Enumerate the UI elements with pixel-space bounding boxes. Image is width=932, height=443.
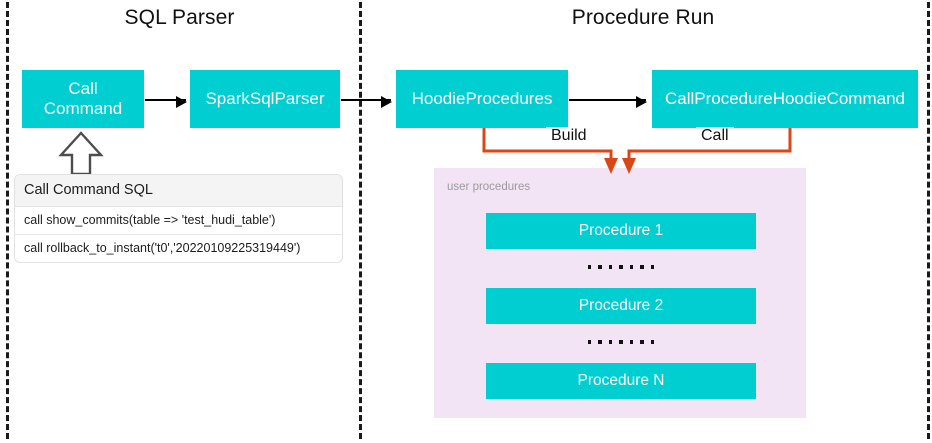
node-call-command-line1: Call <box>68 78 98 98</box>
node-call-procedure-hoodie-command[interactable]: CallProcedureHoodieCommand <box>652 70 918 128</box>
call-command-sql-card: Call Command SQL call show_commits(table… <box>15 175 342 262</box>
section-divider-middle <box>359 2 362 439</box>
ellipsis-dots <box>486 261 756 273</box>
connector-label-call: Call <box>696 127 734 145</box>
user-procedures-panel: user procedures Procedure 1 Procedure 2 … <box>434 168 806 418</box>
sql-row[interactable]: call rollback_to_instant('t0','202201092… <box>15 235 342 262</box>
section-title-sql-parser: SQL Parser <box>124 6 235 29</box>
section-divider-left <box>6 2 9 439</box>
ellipsis-dots <box>486 336 756 348</box>
arrow-right-icon-parser-to-hoodie <box>341 95 392 108</box>
node-call-command-line2: Command <box>43 99 123 118</box>
arrow-up-outline-icon <box>58 131 104 176</box>
procedure-box[interactable]: Procedure 2 <box>486 288 756 324</box>
section-title-procedure-run: Procedure Run <box>571 6 715 29</box>
arrow-right-icon-call-to-parser <box>145 95 187 108</box>
section-divider-right <box>927 2 930 439</box>
procedure-box[interactable]: Procedure 1 <box>486 213 756 249</box>
sql-row[interactable]: call show_commits(table => 'test_hudi_ta… <box>15 207 342 235</box>
node-call-command[interactable]: Call Command <box>22 70 144 128</box>
node-spark-sql-parser[interactable]: SparkSqlParser <box>190 70 340 128</box>
procedure-box[interactable]: Procedure N <box>486 363 756 399</box>
arrow-right-icon-hoodie-to-command <box>569 95 647 108</box>
user-procedures-label: user procedures <box>447 181 531 193</box>
node-hoodie-procedures[interactable]: HoodieProcedures <box>396 70 568 128</box>
sql-card-header: Call Command SQL <box>15 175 342 207</box>
connector-label-build: Build <box>546 127 592 145</box>
